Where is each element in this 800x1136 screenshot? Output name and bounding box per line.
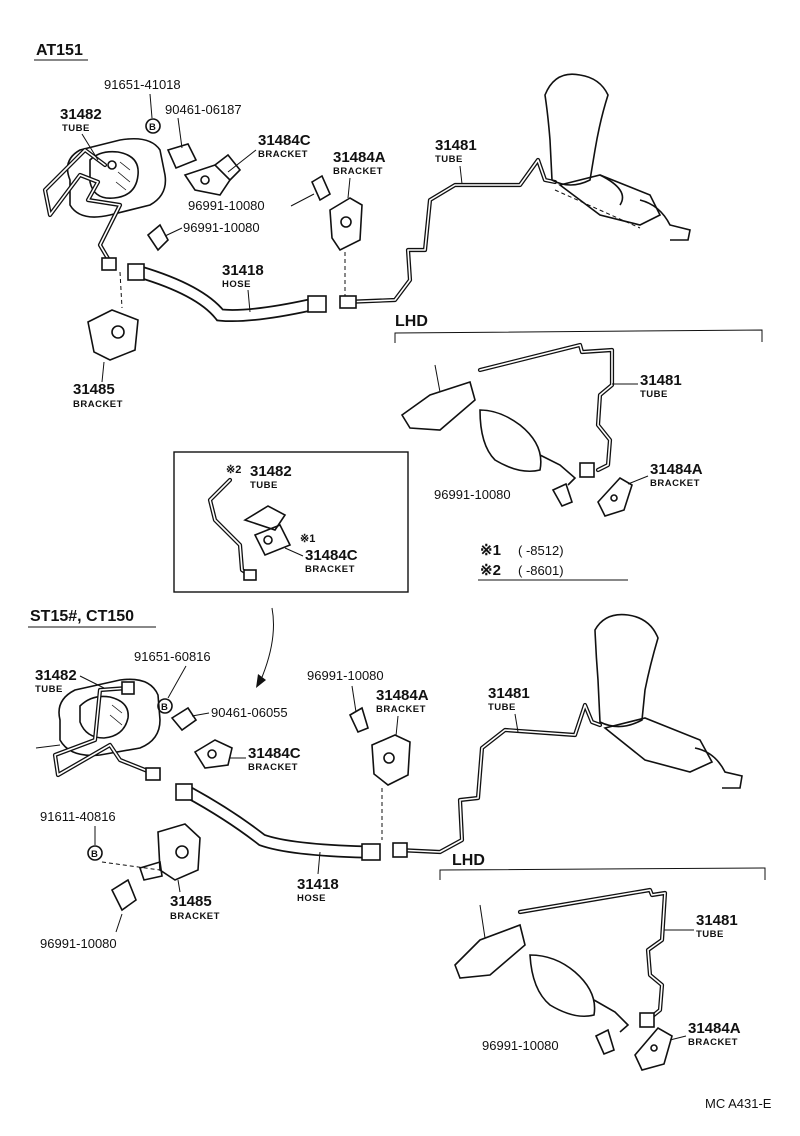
section-title-at151: AT151 (36, 42, 83, 59)
bracket-31484c-inset (243, 505, 292, 557)
section-title-st15: ST15#, CT150 (30, 608, 134, 625)
label-31484c-inset: 31484C (305, 547, 358, 564)
inset-note2-marker: ※2 (226, 464, 241, 476)
inset-arrow (259, 607, 274, 683)
label-31481-lhd-st15: 31481 (696, 912, 738, 929)
tube-31481-lhd-st15 (517, 887, 668, 1028)
clip-96991-st15-1 (348, 706, 369, 734)
bolt-marker-text-at151: B (149, 122, 156, 133)
bracket-31485-at151 (87, 309, 139, 361)
note-2-text: ( -8601) (518, 563, 564, 578)
label-90461-06187: 90461-06187 (165, 102, 242, 117)
label-96991-10080-at151-2: 96991-10080 (183, 220, 260, 235)
label-91651-60816: 91651-60816 (134, 649, 211, 664)
name-bracket-31484a-st15: BRACKET (376, 704, 426, 715)
label-91651-41018: 91651-41018 (104, 77, 181, 92)
label-31485-st15: 31485 (170, 893, 212, 910)
name-tube-31481-at151: TUBE (435, 154, 463, 165)
label-31482-inset: 31482 (250, 463, 292, 480)
label-96991-10080-at151-1: 96991-10080 (188, 198, 265, 213)
bracket-31484a-st15 (371, 734, 411, 786)
bracket-31484c-st15 (193, 739, 233, 769)
clip-96991-st15-2 (110, 878, 137, 912)
label-96991-10080-st15-2: 96991-10080 (40, 936, 117, 951)
name-bracket-31484a-lhd-st15: BRACKET (688, 1037, 738, 1048)
clip-96991-lhd-st15 (594, 1028, 615, 1056)
clip-96991-at151-2 (310, 174, 332, 202)
name-hose-31418-at151: HOSE (222, 279, 251, 290)
label-31485-at151: 31485 (73, 381, 115, 398)
note-1-mark: ※1 (480, 542, 501, 559)
tube-31482-st15 (52, 681, 161, 781)
tube-31482-at151 (42, 147, 123, 271)
section-title-lhd-st15: LHD (452, 852, 485, 869)
label-31481-lhd-at151: 31481 (640, 372, 682, 389)
firewall-lhd-st15 (454, 904, 630, 1033)
inset-note1-marker: ※1 (300, 533, 315, 545)
tube-31481-lhd-at151 (477, 342, 615, 478)
bolt-marker-st15-2 (87, 845, 103, 861)
name-bracket-31484a-lhd-at151: BRACKET (650, 478, 700, 489)
bolt-90461-st15 (170, 706, 198, 732)
label-31484a-at151: 31484A (333, 149, 386, 166)
label-96991-10080-lhd-at151: 96991-10080 (434, 487, 511, 502)
label-31484a-lhd-st15: 31484A (688, 1020, 741, 1037)
name-tube-31481-lhd-st15: TUBE (696, 929, 724, 940)
bracket-31484c-at151 (183, 153, 242, 196)
bracket-31484a-lhd-at151 (597, 476, 633, 517)
label-96991-10080-st15-1: 96991-10080 (307, 668, 384, 683)
label-31418-at151: 31418 (222, 262, 264, 279)
diagram-code: MC A431-E (705, 1096, 772, 1111)
firewall-lhd-at151 (400, 364, 577, 486)
label-91611-40816: 91611-40816 (40, 809, 116, 824)
name-tube-31482-at151: TUBE (62, 123, 90, 134)
label-96991-10080-lhd-st15: 96991-10080 (482, 1038, 559, 1053)
name-bracket-31485-st15: BRACKET (170, 911, 220, 922)
master-cylinder-st15 (594, 613, 743, 789)
bolt-90461-at151 (166, 143, 198, 170)
master-cylinder-at151 (544, 73, 691, 241)
clip-96991-lhd-at151 (551, 482, 573, 508)
hose-31418-at151 (127, 263, 327, 323)
bracket-31484a-at151 (329, 197, 363, 252)
bracket-31485-st15 (138, 823, 201, 881)
bolt-marker-at151 (145, 118, 161, 134)
tube-31481-st15 (392, 702, 603, 858)
note-1-text: ( -8512) (518, 543, 564, 558)
bolt-marker-text-st15-2: B (91, 849, 98, 860)
label-31481-st15: 31481 (488, 685, 530, 702)
tube-31481-at151 (339, 157, 558, 309)
name-tube-31482-inset: TUBE (250, 480, 278, 491)
name-bracket-31484c-st15: BRACKET (248, 762, 298, 773)
label-31482-at151: 31482 (60, 106, 102, 123)
section-title-lhd-at151: LHD (395, 313, 428, 330)
label-31481-at151: 31481 (435, 137, 477, 154)
bolt-marker-st15-1 (157, 698, 173, 714)
name-tube-31481-lhd-at151: TUBE (640, 389, 668, 400)
name-tube-31482-st15: TUBE (35, 684, 63, 695)
label-31484a-lhd-at151: 31484A (650, 461, 703, 478)
name-bracket-31484c-at151: BRACKET (258, 149, 308, 160)
bolt-marker-text-st15-1: B (161, 702, 168, 713)
clip-96991-at151-1 (146, 223, 169, 252)
note-2-mark: ※2 (480, 562, 501, 579)
label-31482-st15: 31482 (35, 667, 77, 684)
hose-31418-st15 (175, 783, 381, 861)
name-bracket-31484c-inset: BRACKET (305, 564, 355, 575)
label-31484a-st15: 31484A (376, 687, 429, 704)
label-31484c-at151: 31484C (258, 132, 311, 149)
label-31418-st15: 31418 (297, 876, 339, 893)
label-90461-06055: 90461-06055 (211, 705, 288, 720)
name-bracket-31485-at151: BRACKET (73, 399, 123, 410)
name-hose-31418-st15: HOSE (297, 893, 326, 904)
transmission-housing-at151 (66, 137, 167, 218)
inset-box (173, 451, 409, 593)
name-bracket-31484a-at151: BRACKET (333, 166, 383, 177)
name-tube-31481-st15: TUBE (488, 702, 516, 713)
label-31484c-st15: 31484C (248, 745, 301, 762)
bracket-31484a-lhd-st15 (634, 1026, 673, 1071)
tube-31482-inset (207, 477, 257, 581)
